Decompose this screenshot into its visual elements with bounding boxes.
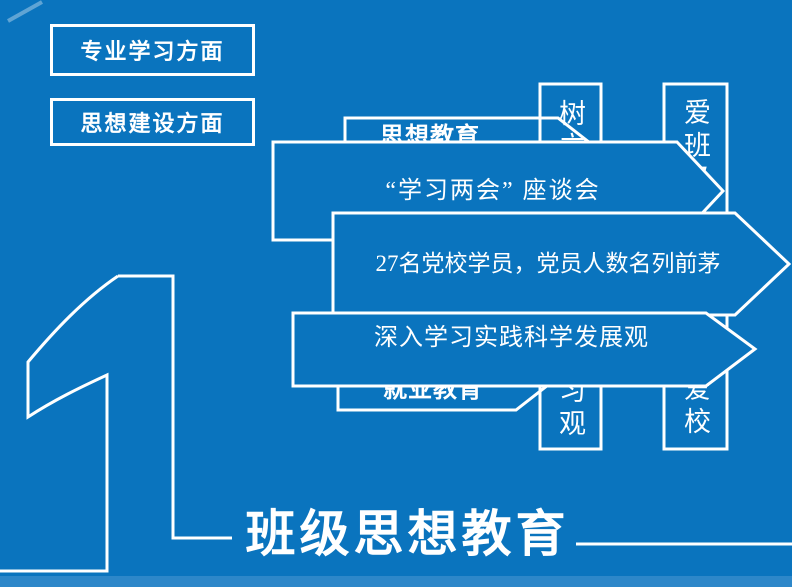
side-label-professional-study-text: 专业学习方面 — [80, 39, 225, 64]
footer-title: 班级思想教育 — [245, 506, 570, 562]
numeral-leader-line — [118, 274, 232, 540]
corner-diagonal-line — [7, 0, 43, 23]
side-label-ideological-construction-text: 思想建设方面 — [80, 111, 225, 136]
banner-scientific-outlook-shape — [291, 311, 758, 388]
footer-strip — [0, 576, 792, 587]
banner-party-members-label: 27名党校学员，党员人数名列前茅 — [375, 251, 721, 276]
banner-symposium-label: “学习两会” 座谈会 — [385, 178, 601, 204]
side-label-professional-study: 专业学习方面 — [50, 24, 255, 76]
banner-party-members-shape — [331, 211, 792, 317]
big-numeral-outline — [0, 274, 119, 573]
side-label-ideological-construction: 思想建设方面 — [50, 98, 255, 146]
banner-scientific-outlook-label: 深入学习实践科学发展观 — [374, 325, 649, 351]
